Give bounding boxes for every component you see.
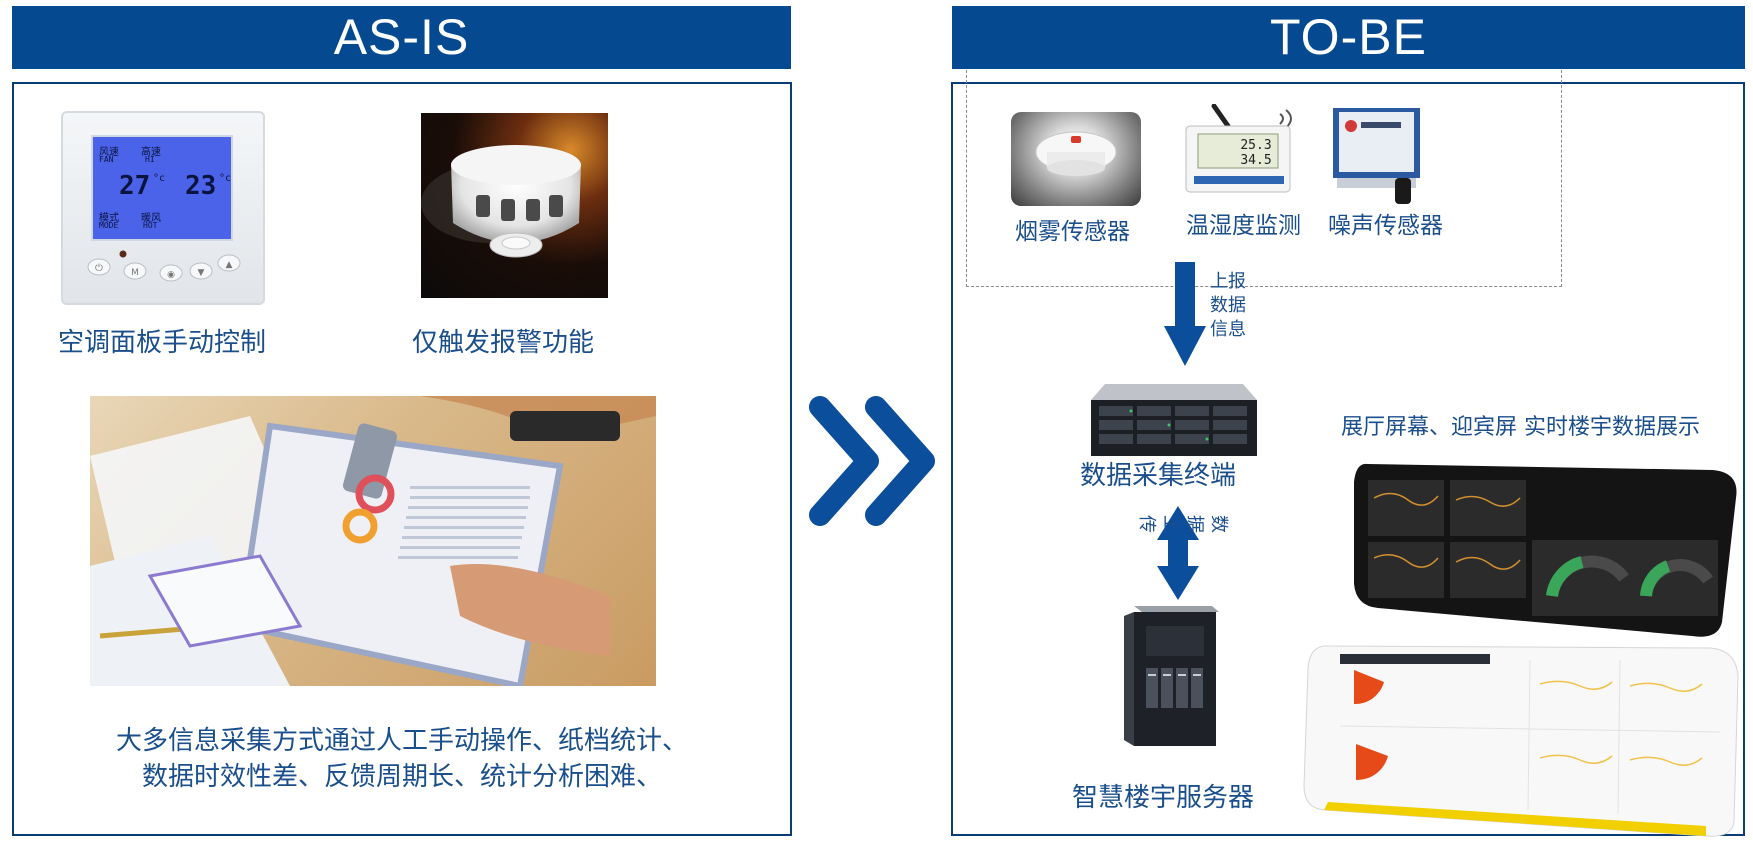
temp-humidity-label: 温湿度监测 xyxy=(1186,213,1301,239)
dark-dashboard-screen xyxy=(1354,463,1737,637)
thermostat-screen: 风速 FAN 高速 HI 27 °c 23 °c 模式 MODE 暖风 HOT xyxy=(91,135,233,241)
noise-sensor-label: 噪声传感器 xyxy=(1328,213,1443,239)
thermostat-mode-en: MODE xyxy=(99,221,119,230)
bidirectional-arrow-icon xyxy=(1157,506,1199,600)
terminal-label: 数据采集终端 xyxy=(1080,461,1237,491)
as-is-header: AS-IS xyxy=(12,6,791,69)
svg-text:▲: ▲ xyxy=(226,260,233,270)
smart-building-server-icon xyxy=(1124,606,1219,746)
data-upload-label: 数据上传 xyxy=(1136,515,1229,533)
alarm-only-label: 仅触发报警功能 xyxy=(412,328,595,358)
thermostat-temp-left: 27 xyxy=(119,171,151,201)
as-is-description-line-2: 数据时效性差、反馈周期长、统计分析困难、 xyxy=(141,762,662,792)
thermostat-speed-cn: 高速 xyxy=(141,147,161,158)
monitor-reading-top: 25.3 xyxy=(1240,138,1271,153)
smoke-alarm-photo xyxy=(421,113,608,298)
smoke-sensor-image xyxy=(1011,112,1141,206)
to-be-header: TO-BE xyxy=(952,6,1745,69)
temp-humidity-monitor-image: 25.3 34.5 xyxy=(1180,104,1300,202)
sensor-group-box xyxy=(966,70,1562,287)
thermostat-heat-en: HOT xyxy=(143,221,158,230)
thermostat-heat-cn: 暖风 xyxy=(141,213,161,224)
display-screens-label: 展厅屏幕、迎宾屏 实时楼宇数据展示 xyxy=(1341,415,1700,440)
server-label: 智慧楼宇服务器 xyxy=(1072,783,1255,813)
smoke-detector-icon xyxy=(421,145,581,258)
thermostat-mode-cn: 模式 xyxy=(99,213,119,224)
svg-text:⏻: ⏻ xyxy=(95,263,103,274)
temp-humidity-monitor-icon: 25.3 34.5 xyxy=(1185,104,1292,193)
thermostat-panel-image: 风速 FAN 高速 HI 27 °c 23 °c 模式 MODE 暖风 HOT … xyxy=(61,111,265,305)
smoke-sensor-icon xyxy=(1035,131,1117,176)
svg-text:M: M xyxy=(131,268,139,278)
report-data-line-2: 数据 xyxy=(1210,295,1246,316)
report-data-line-3: 信息 xyxy=(1210,319,1246,340)
as-is-description-line-1: 大多信息采集方式通过人工手动操作、纸档统计、 xyxy=(115,726,688,756)
thermostat-fan-cn: 风速 xyxy=(99,147,119,158)
double-chevron-arrow-icon xyxy=(809,396,935,526)
thermostat-speed-en: HI xyxy=(145,155,155,164)
thermostat-fan-en: FAN xyxy=(99,155,114,164)
upload-down-arrow-icon xyxy=(1164,262,1206,366)
thermostat-unit-left: °c xyxy=(153,173,166,184)
thermostat-manual-control-label: 空调面板手动控制 xyxy=(58,328,267,358)
noise-sensor-image xyxy=(1331,106,1422,204)
report-data-line-1: 上报 xyxy=(1210,271,1246,292)
smoke-sensor-label: 烟雾传感器 xyxy=(1015,219,1130,245)
light-dashboard-screen xyxy=(1303,645,1739,837)
monitor-reading-bottom: 34.5 xyxy=(1240,153,1271,168)
manual-paperwork-photo xyxy=(90,396,656,686)
noise-sensor-icon xyxy=(1333,108,1420,204)
thermostat-buttons: ⏻ M ◉ ▼ ▲ xyxy=(87,250,241,282)
svg-text:▼: ▼ xyxy=(198,268,205,278)
thermostat-unit-right: °c xyxy=(219,173,232,184)
svg-text:◉: ◉ xyxy=(167,270,175,280)
data-collection-terminal-icon xyxy=(1091,384,1257,456)
clipboard-illustration xyxy=(90,396,656,686)
thermostat-temp-right: 23 xyxy=(185,171,217,201)
